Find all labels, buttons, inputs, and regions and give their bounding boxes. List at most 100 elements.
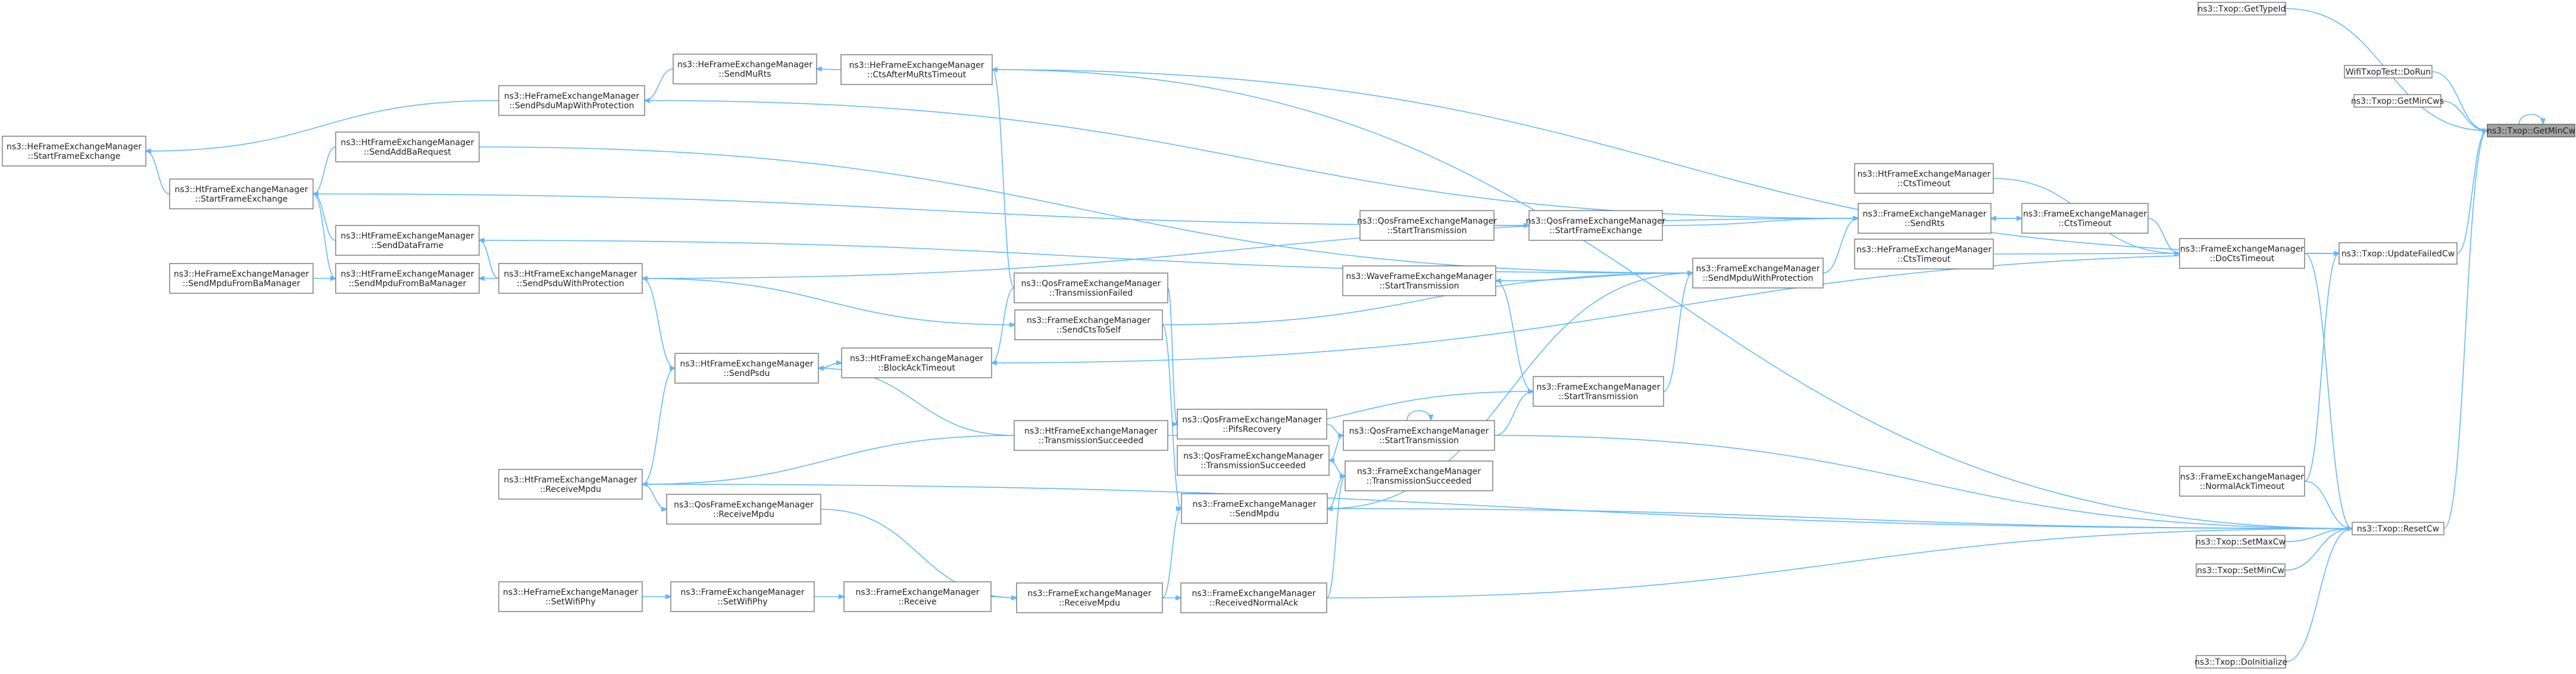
graph-node-fem-sendmpdu[interactable]: ns3::FrameExchangeManager::SendMpdu <box>1181 493 1328 524</box>
graph-node-he-sendmpdufromba[interactable]: ns3::HeFrameExchangeManager::SendMpduFro… <box>169 263 314 294</box>
node-label-line: ns3::HtFrameExchangeManager <box>850 354 983 363</box>
edge-ht-txsucc-to-ht-sendpsdu <box>818 368 1015 436</box>
graph-node-qos-starttx-a[interactable]: ns3::QosFrameExchangeManager::StartTrans… <box>1357 210 1497 241</box>
graph-node-doinitialize[interactable]: ns3::Txop::DoInitialize <box>2194 655 2287 669</box>
graph-node-he-ctstimeout[interactable]: ns3::HeFrameExchangeManager::CtsTimeout <box>1854 239 1994 269</box>
graph-node-qos-pifs[interactable]: ns3::QosFrameExchangeManager::PifsRecove… <box>1177 409 1327 440</box>
node-label-line: ::SetWifiPhy <box>545 597 595 607</box>
edge-setmaxcw-to-resetcw <box>2284 529 2352 543</box>
graph-node-fem-starttx[interactable]: ns3::FrameExchangeManager::StartTransmis… <box>1533 376 1664 407</box>
node-label-line: ns3::FrameExchangeManager <box>1192 589 1316 598</box>
edge-getmincw-to-getmincw <box>2518 114 2543 125</box>
node-label-line: ns3::FrameExchangeManager <box>1028 589 1152 598</box>
graph-node-gettypeid[interactable]: ns3::Txop::GetTypeId <box>2197 2 2286 15</box>
graph-node-he-setwifiphy[interactable]: ns3::HeFrameExchangeManager::SetWifiPhy <box>498 581 643 612</box>
graph-node-resetcw[interactable]: ns3::Txop::ResetCw <box>2352 522 2444 535</box>
graph-node-ht-sendpsdu[interactable]: ns3::HtFrameExchangeManager::SendPsdu <box>674 353 819 384</box>
node-box <box>1014 420 1168 451</box>
node-label-line: ::SendMpduFromBaManager <box>183 279 301 289</box>
node-label-line: ::SendMuRts <box>718 70 771 79</box>
node-box <box>2339 242 2458 265</box>
graph-node-fem-sendmpduwp[interactable]: ns3::FrameExchangeManager::SendMpduWithP… <box>1692 258 1824 289</box>
graph-node-qos-txsucc[interactable]: ns3::QosFrameExchangeManager::Transmissi… <box>1177 445 1330 476</box>
node-label-line: ns3::FrameExchangeManager <box>1863 209 1987 219</box>
graph-node-qos-startfe[interactable]: ns3::QosFrameExchangeManager::StartFrame… <box>1526 210 1666 241</box>
graph-node-fem-sendrts[interactable]: ns3::FrameExchangeManager::SendRts <box>1858 203 1992 234</box>
graph-node-updatefailedcw[interactable]: ns3::Txop::UpdateFailedCw <box>2339 242 2458 265</box>
node-label-line: ns3::FrameExchangeManager <box>681 588 805 597</box>
edge-doinitialize-to-resetcw <box>2285 529 2352 663</box>
graph-node-he-startfe[interactable]: ns3::HeFrameExchangeManager::StartFrameE… <box>2 136 146 167</box>
edge-fem-sendctstoself-to-fem-sendmpdu <box>1162 324 1181 509</box>
edge-he-sendpsdumapwp-to-fem-sendrts <box>644 100 1858 218</box>
graph-node-ht-startfe[interactable]: ns3::HtFrameExchangeManager::StartFrameE… <box>169 178 314 209</box>
edge-fem-txsucc-to-qos-txsucc <box>1329 460 1346 476</box>
graph-node-fem-txsucc[interactable]: ns3::FrameExchangeManager::TransmissionS… <box>1345 460 1493 491</box>
node-label-line: ns3::QosFrameExchangeManager <box>1349 427 1489 436</box>
graph-node-ht-senddataframe[interactable]: ns3::HtFrameExchangeManager::SendDataFra… <box>335 225 480 256</box>
edge-ht-sendpsdu-to-ht-blockacktimeout <box>818 363 842 369</box>
node-box <box>1692 258 1824 289</box>
graph-node-fem-sendctstoself[interactable]: ns3::FrameExchangeManager::SendCtsToSelf <box>1014 309 1163 340</box>
edge-fem-sendmpdu-to-fem-sendmpduwp <box>1327 273 1693 509</box>
graph-node-fem-setwifiphy[interactable]: ns3::FrameExchangeManager::SetWifiPhy <box>670 581 815 612</box>
node-box <box>2 136 146 167</box>
graph-node-getmincw[interactable]: ns3::Txop::GetMinCw <box>2487 124 2575 137</box>
edge-qos-starttx-b-to-qos-starttx-b <box>1406 410 1431 421</box>
edge-normalack-to-updatefailedcw <box>2304 253 2339 482</box>
graph-node-ht-ctstimeout[interactable]: ns3::HtFrameExchangeManager::CtsTimeout <box>1854 163 1994 194</box>
graph-node-he-ctsaftermurts[interactable]: ns3::HeFrameExchangeManager::CtsAfterMuR… <box>840 54 993 85</box>
graph-node-fem-ctstimeout[interactable]: ns3::FrameExchangeManager::CtsTimeout <box>2021 203 2149 234</box>
graph-node-ht-sendaddba[interactable]: ns3::HtFrameExchangeManager::SendAddBaRe… <box>335 131 480 162</box>
edge-normalack-to-resetcw <box>2304 481 2352 529</box>
node-label-line: ns3::HtFrameExchangeManager <box>341 138 474 148</box>
node-box <box>498 581 643 612</box>
node-label-line: ns3::HtFrameExchangeManager <box>680 359 814 369</box>
graph-node-ht-sendmpdufromba[interactable]: ns3::HtFrameExchangeManager::SendMpduFro… <box>335 263 480 294</box>
node-label-line: ::Receive <box>898 597 936 607</box>
node-box <box>335 131 480 162</box>
edge-qos-startfe-to-fem-sendrts <box>1662 218 1858 226</box>
edge-fem-sendctstoself-to-fem-sendmpduwp <box>1162 273 1693 325</box>
node-label-line: ns3::Txop::DoInitialize <box>2194 658 2287 667</box>
graph-node-fem-recvnormalack[interactable]: ns3::FrameExchangeManager::ReceivedNorma… <box>1180 582 1327 613</box>
graph-node-qos-txfailed[interactable]: ns3::QosFrameExchangeManager::Transmissi… <box>1014 272 1168 303</box>
graph-node-qos-recvmpdu[interactable]: ns3::QosFrameExchangeManager::ReceiveMpd… <box>666 494 821 525</box>
graph-node-docts[interactable]: ns3::FrameExchangeManager::DoCtsTimeout <box>2179 238 2305 269</box>
graph-node-ht-blockacktimeout[interactable]: ns3::HtFrameExchangeManager::BlockAckTim… <box>841 347 992 378</box>
graph-node-ht-sendpsduwp[interactable]: ns3::HtFrameExchangeManager::SendPsduWit… <box>498 263 643 294</box>
node-label-line: ::SendPsdu <box>724 369 770 378</box>
node-label-line: ::SendPsduWithProtection <box>517 279 624 289</box>
node-label-line: ::SendMpduFromBaManager <box>349 279 467 289</box>
node-box <box>841 347 992 378</box>
node-label-line: ns3::QosFrameExchangeManager <box>1357 217 1497 226</box>
node-label-line: ::ReceiveMpdu <box>713 510 774 519</box>
node-box <box>2487 124 2575 137</box>
node-label-line: ns3::QosFrameExchangeManager <box>1526 217 1666 226</box>
edge-ht-sendpsduwp-to-fem-sendctstoself <box>642 278 1015 325</box>
graph-node-txop-getmincws[interactable]: ns3::Txop::GetMinCws <box>2351 94 2444 108</box>
node-label-line: ns3::QosFrameExchangeManager <box>1021 279 1161 289</box>
node-label-line: ns3::HeFrameExchangeManager <box>849 61 984 70</box>
node-label-line: ::PifsRecovery <box>1223 425 1281 434</box>
graph-node-qos-starttx-b[interactable]: ns3::QosFrameExchangeManager::StartTrans… <box>1343 420 1495 451</box>
node-box <box>1016 582 1163 613</box>
graph-node-he-sendpsdumapwp[interactable]: ns3::HeFrameExchangeManager::SendPsduMap… <box>498 85 645 116</box>
graph-node-normalack[interactable]: ns3::FrameExchangeManager::NormalAckTime… <box>2179 466 2305 497</box>
graph-node-fem-recvmpdu[interactable]: ns3::FrameExchangeManager::ReceiveMpdu <box>1016 582 1163 613</box>
graph-node-setmaxcw[interactable]: ns3::Txop::SetMaxCw <box>2196 535 2286 548</box>
graph-node-ht-recvmpdu[interactable]: ns3::HtFrameExchangeManager::ReceiveMpdu <box>498 469 643 500</box>
graph-node-ht-txsucc[interactable]: ns3::HtFrameExchangeManager::Transmissio… <box>1014 420 1168 451</box>
edge-he-ctsaftermurts-to-resetcw <box>992 69 2352 529</box>
graph-node-he-sendmurts[interactable]: ns3::HeFrameExchangeManager::SendMuRts <box>673 54 817 84</box>
node-box <box>2196 535 2286 548</box>
edge-ht-txsucc-to-ht-recvmpdu <box>642 435 1015 484</box>
graph-node-dorun[interactable]: WifiTxopTest::DoRun <box>2344 65 2433 79</box>
graph-node-wave-starttx[interactable]: ns3::WaveFrameExchangeManager::StartTran… <box>1342 265 1496 296</box>
edge-fem-recvnormalack-to-resetcw <box>1326 529 2352 598</box>
edge-qos-starttx-b-to-fem-starttx <box>1494 391 1533 436</box>
node-label-line: ::CtsTimeout <box>1897 179 1951 189</box>
graph-node-setmincw[interactable]: ns3::Txop::SetMinCw <box>2196 563 2286 577</box>
edge-layer <box>146 8 2543 663</box>
graph-node-fem-receive[interactable]: ns3::FrameExchangeManager::Receive <box>843 581 992 612</box>
